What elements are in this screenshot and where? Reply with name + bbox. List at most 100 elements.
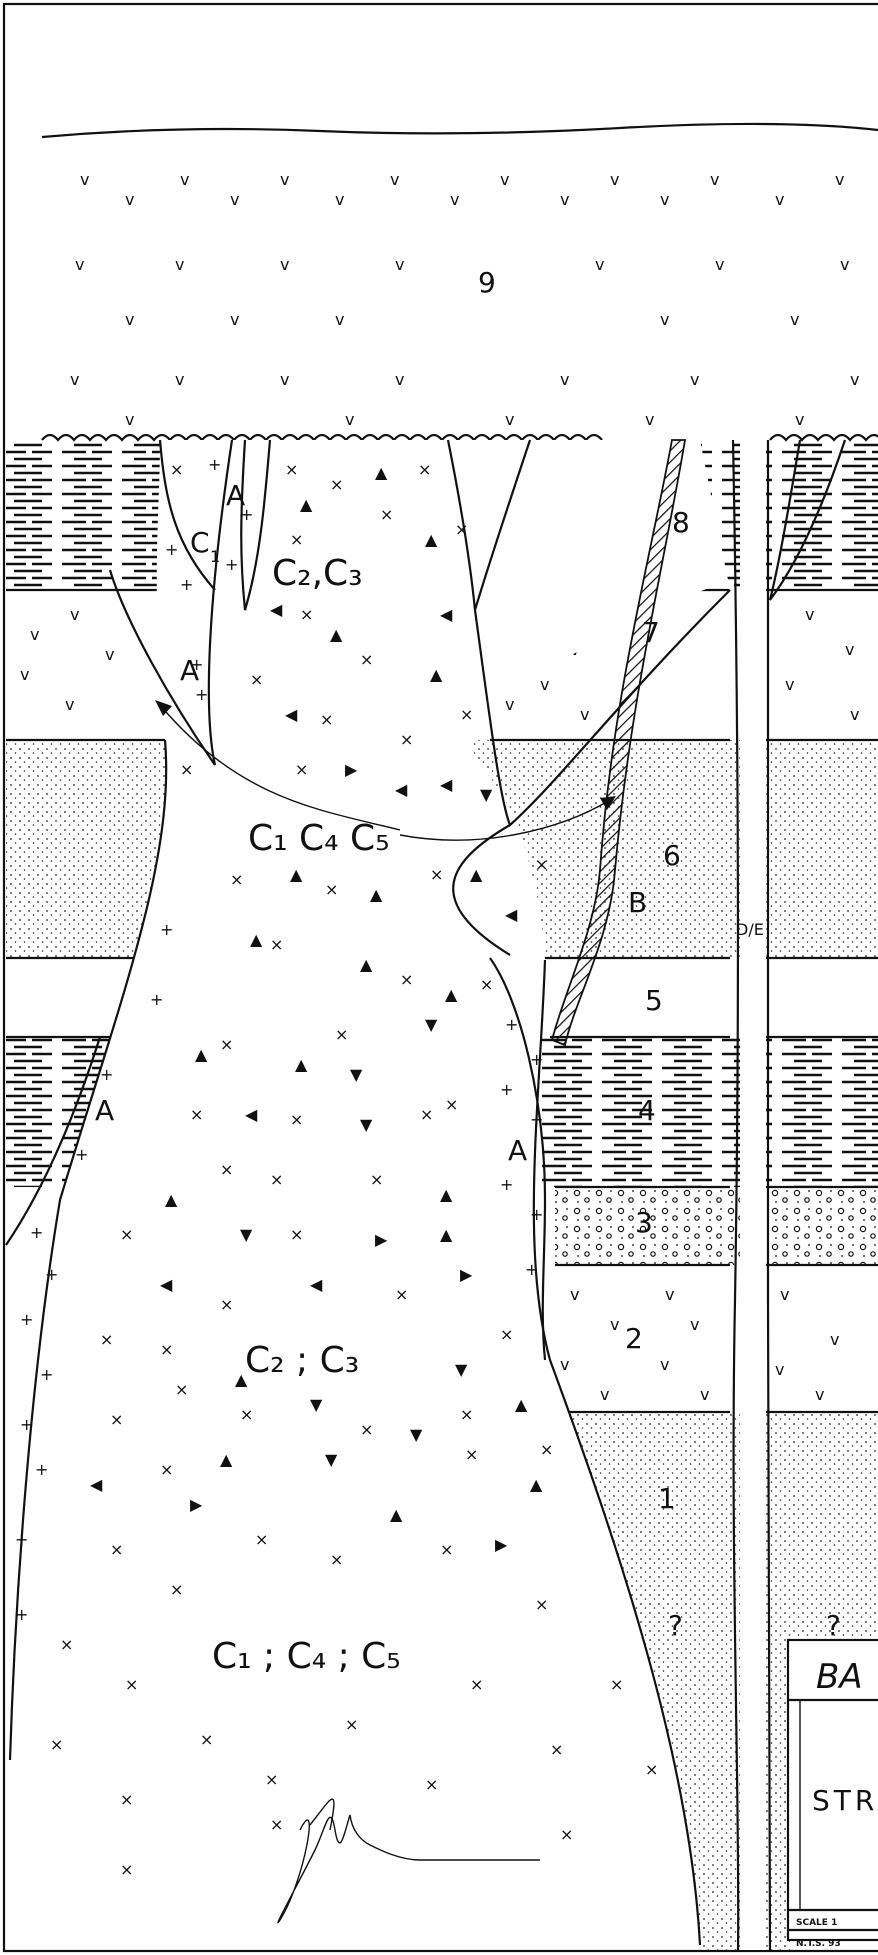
svg-text:+: + [20, 1310, 33, 1329]
intrusion-c2c3-top-label: C₂,C₃ [272, 553, 363, 594]
svg-text:×: × [220, 1035, 233, 1054]
svg-text:×: × [455, 520, 468, 539]
svg-text:▼: ▼ [360, 1115, 373, 1134]
svg-text:v: v [715, 255, 724, 274]
svg-text:×: × [300, 605, 313, 624]
svg-text:v: v [395, 370, 404, 389]
svg-text:×: × [325, 880, 338, 899]
svg-text:v: v [665, 1285, 674, 1304]
svg-text:▶: ▶ [345, 760, 358, 779]
svg-text:v: v [505, 410, 514, 429]
svg-text:×: × [380, 505, 393, 524]
svg-text:v: v [600, 1385, 609, 1404]
svg-text:v: v [450, 190, 459, 209]
svg-text:v: v [560, 1355, 569, 1374]
svg-text:v: v [390, 170, 399, 189]
svg-text:◀: ◀ [245, 1105, 258, 1124]
unconformity-line [42, 435, 602, 440]
unit-8-label: 8 [672, 506, 690, 539]
svg-text:+: + [45, 1265, 58, 1284]
svg-text:+: + [530, 1205, 543, 1224]
svg-text:×: × [180, 760, 193, 779]
svg-text:▲: ▲ [300, 495, 313, 514]
svg-text:▶: ▶ [460, 1265, 473, 1284]
svg-text:×: × [465, 1445, 478, 1464]
svg-text:×: × [250, 670, 263, 689]
svg-text:v: v [20, 665, 29, 684]
svg-text:×: × [470, 1675, 483, 1694]
svg-text:+: + [100, 1065, 113, 1084]
svg-text:×: × [535, 1595, 548, 1614]
svg-text:v: v [280, 370, 289, 389]
intrusion-c1c4c5-low-label: C₁ ; C₄ ; C₅ [212, 1636, 401, 1677]
svg-text:v: v [125, 190, 134, 209]
unit-1-label: 1 [658, 1482, 676, 1515]
svg-text:×: × [460, 705, 473, 724]
svg-text:×: × [220, 1295, 233, 1314]
svg-text:◀: ◀ [160, 1275, 173, 1294]
svg-text:▲: ▲ [530, 1475, 543, 1494]
svg-text:v: v [560, 190, 569, 209]
svg-text:▲: ▲ [370, 885, 383, 904]
svg-text:▼: ▼ [410, 1425, 423, 1444]
svg-text:×: × [170, 460, 183, 479]
svg-text:v: v [850, 705, 859, 724]
svg-text:v: v [775, 190, 784, 209]
svg-text:+: + [500, 1175, 513, 1194]
svg-text:×: × [560, 1825, 573, 1844]
unit-7-label: 7 [642, 616, 660, 649]
svg-text:×: × [335, 1025, 348, 1044]
svg-text:v: v [125, 310, 134, 329]
intrusion-a-label-left: A [95, 1094, 114, 1127]
svg-text:▶: ▶ [495, 1535, 508, 1554]
svg-text:×: × [200, 1730, 213, 1749]
svg-text:v: v [780, 1285, 789, 1304]
svg-text:◀: ◀ [440, 775, 453, 794]
svg-text:◀: ◀ [270, 600, 283, 619]
unconformity-line-right [770, 435, 878, 440]
svg-text:×: × [480, 975, 493, 994]
svg-text:▲: ▲ [440, 1225, 453, 1244]
svg-text:×: × [60, 1635, 73, 1654]
svg-text:▲: ▲ [440, 1185, 453, 1204]
svg-text:×: × [295, 760, 308, 779]
nts-label: N.T.S. 93 [796, 1939, 841, 1949]
svg-text:×: × [120, 1225, 133, 1244]
svg-text:▶: ▶ [375, 1230, 388, 1249]
svg-text:×: × [430, 865, 443, 884]
svg-text:▼: ▼ [350, 1065, 363, 1084]
svg-text:×: × [285, 460, 298, 479]
svg-text:v: v [845, 640, 854, 659]
svg-text:×: × [265, 1770, 278, 1789]
svg-text:▲: ▲ [165, 1190, 178, 1209]
svg-text:v: v [505, 695, 514, 714]
svg-text:v: v [75, 255, 84, 274]
svg-text:×: × [550, 1740, 563, 1759]
svg-text:+: + [530, 1050, 543, 1069]
svg-text:v: v [395, 255, 404, 274]
svg-text:v: v [775, 1360, 784, 1379]
svg-text:v: v [580, 705, 589, 724]
svg-text:×: × [500, 1325, 513, 1344]
svg-text:▼: ▼ [455, 1360, 468, 1379]
svg-text:+: + [530, 1110, 543, 1129]
unit-5-label: 5 [645, 984, 663, 1017]
svg-text:▲: ▲ [295, 1055, 308, 1074]
svg-text:×: × [270, 935, 283, 954]
svg-text:v: v [660, 190, 669, 209]
svg-text:v: v [335, 190, 344, 209]
svg-text:×: × [610, 1675, 623, 1694]
svg-text:×: × [270, 1170, 283, 1189]
svg-text:+: + [75, 1145, 88, 1164]
intrusion-c1c4c5-mid-label: C₁ C₄ C₅ [248, 818, 390, 859]
svg-text:▲: ▲ [390, 1505, 403, 1524]
svg-text:v: v [175, 255, 184, 274]
svg-text:v: v [30, 625, 39, 644]
svg-text:×: × [445, 1095, 458, 1114]
svg-text:v: v [690, 370, 699, 389]
svg-text:◀: ◀ [285, 705, 298, 724]
svg-text:×: × [170, 1580, 183, 1599]
fault-de-label: D/E [736, 920, 764, 939]
svg-text:×: × [255, 1530, 268, 1549]
svg-text:◀: ◀ [310, 1275, 323, 1294]
